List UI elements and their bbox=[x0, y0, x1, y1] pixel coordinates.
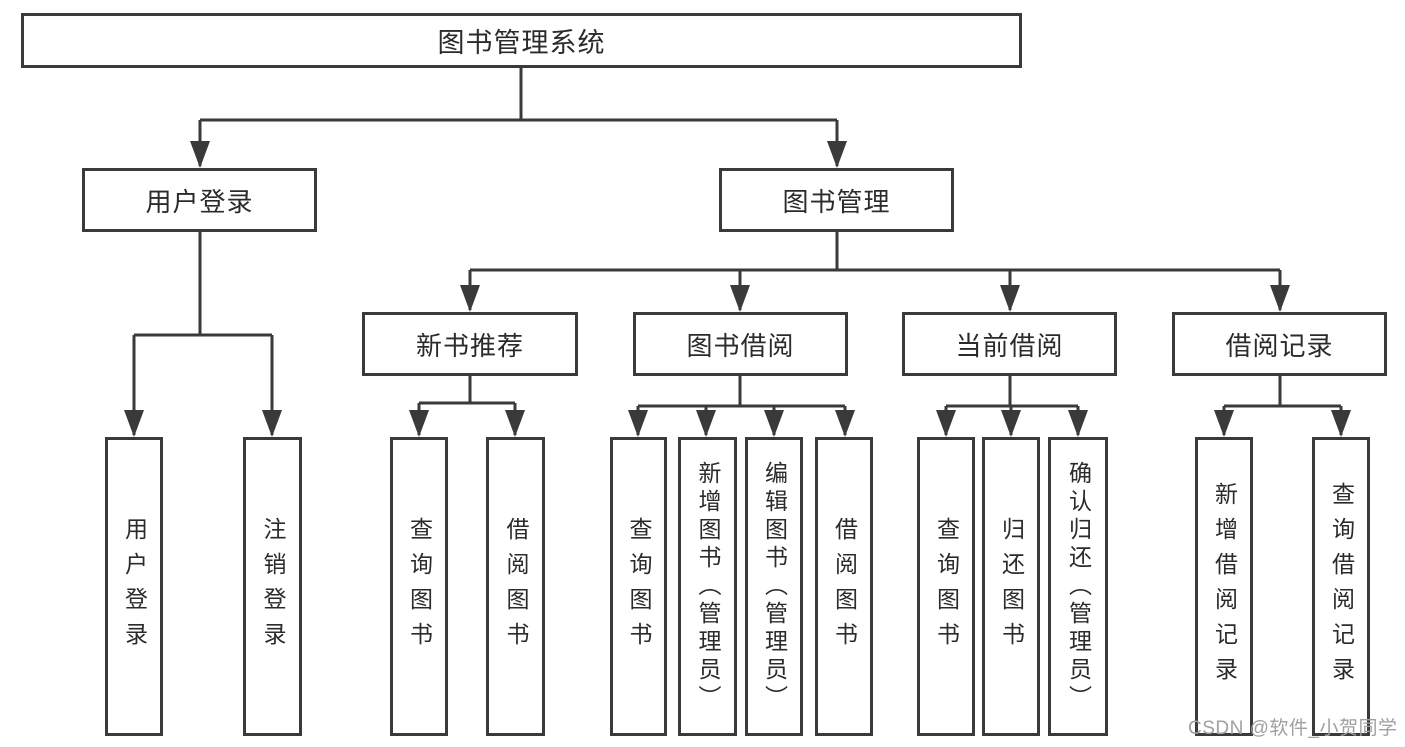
leaf-records-add: 新增借阅记录 bbox=[1195, 437, 1253, 736]
node-borrow-records: 借阅记录 bbox=[1172, 312, 1387, 376]
leaf-label: 编辑图书（管理员） bbox=[761, 460, 788, 713]
node-book-borrow: 图书借阅 bbox=[633, 312, 848, 376]
leaf-current-return: 归还图书 bbox=[982, 437, 1040, 736]
leaf-newbook-search: 查询图书 bbox=[390, 437, 448, 736]
leaf-label: 借阅图书 bbox=[831, 516, 858, 657]
leaf-label: 确认归还（管理员） bbox=[1065, 460, 1092, 713]
leaf-label: 查询借阅记录 bbox=[1328, 481, 1355, 692]
leaf-records-search: 查询借阅记录 bbox=[1312, 437, 1370, 736]
leaf-label: 新增借阅记录 bbox=[1211, 481, 1238, 692]
leaf-label: 借阅图书 bbox=[503, 516, 529, 657]
node-current-borrow: 当前借阅 bbox=[902, 312, 1117, 376]
node-root-library-system: 图书管理系统 bbox=[21, 13, 1022, 68]
leaf-borrow-borrow: 借阅图书 bbox=[815, 437, 873, 736]
node-user-login: 用户登录 bbox=[82, 168, 317, 232]
leaf-label: 新增图书（管理员） bbox=[695, 460, 721, 713]
node-book-management: 图书管理 bbox=[719, 168, 954, 232]
leaf-current-confirm-return-admin: 确认归还（管理员） bbox=[1048, 437, 1108, 736]
leaf-borrow-search: 查询图书 bbox=[610, 437, 667, 736]
leaf-label: 查询图书 bbox=[626, 516, 652, 657]
leaf-newbook-borrow: 借阅图书 bbox=[486, 437, 545, 736]
csdn-watermark: CSDN @软件_小贺同学 bbox=[1188, 718, 1398, 739]
leaf-label: 查询图书 bbox=[933, 516, 960, 657]
node-new-book-recommend: 新书推荐 bbox=[362, 312, 578, 376]
leaf-label: 用户登录 bbox=[121, 516, 148, 657]
leaf-borrow-add-admin: 新增图书（管理员） bbox=[678, 437, 737, 736]
leaf-user-login: 用户登录 bbox=[105, 437, 163, 736]
leaf-logout: 注销登录 bbox=[243, 437, 302, 736]
leaf-current-search: 查询图书 bbox=[917, 437, 975, 736]
leaf-label: 查询图书 bbox=[406, 516, 433, 657]
leaf-label: 注销登录 bbox=[260, 516, 286, 657]
leaf-borrow-edit-admin: 编辑图书（管理员） bbox=[745, 437, 803, 736]
leaf-label: 归还图书 bbox=[998, 516, 1025, 657]
